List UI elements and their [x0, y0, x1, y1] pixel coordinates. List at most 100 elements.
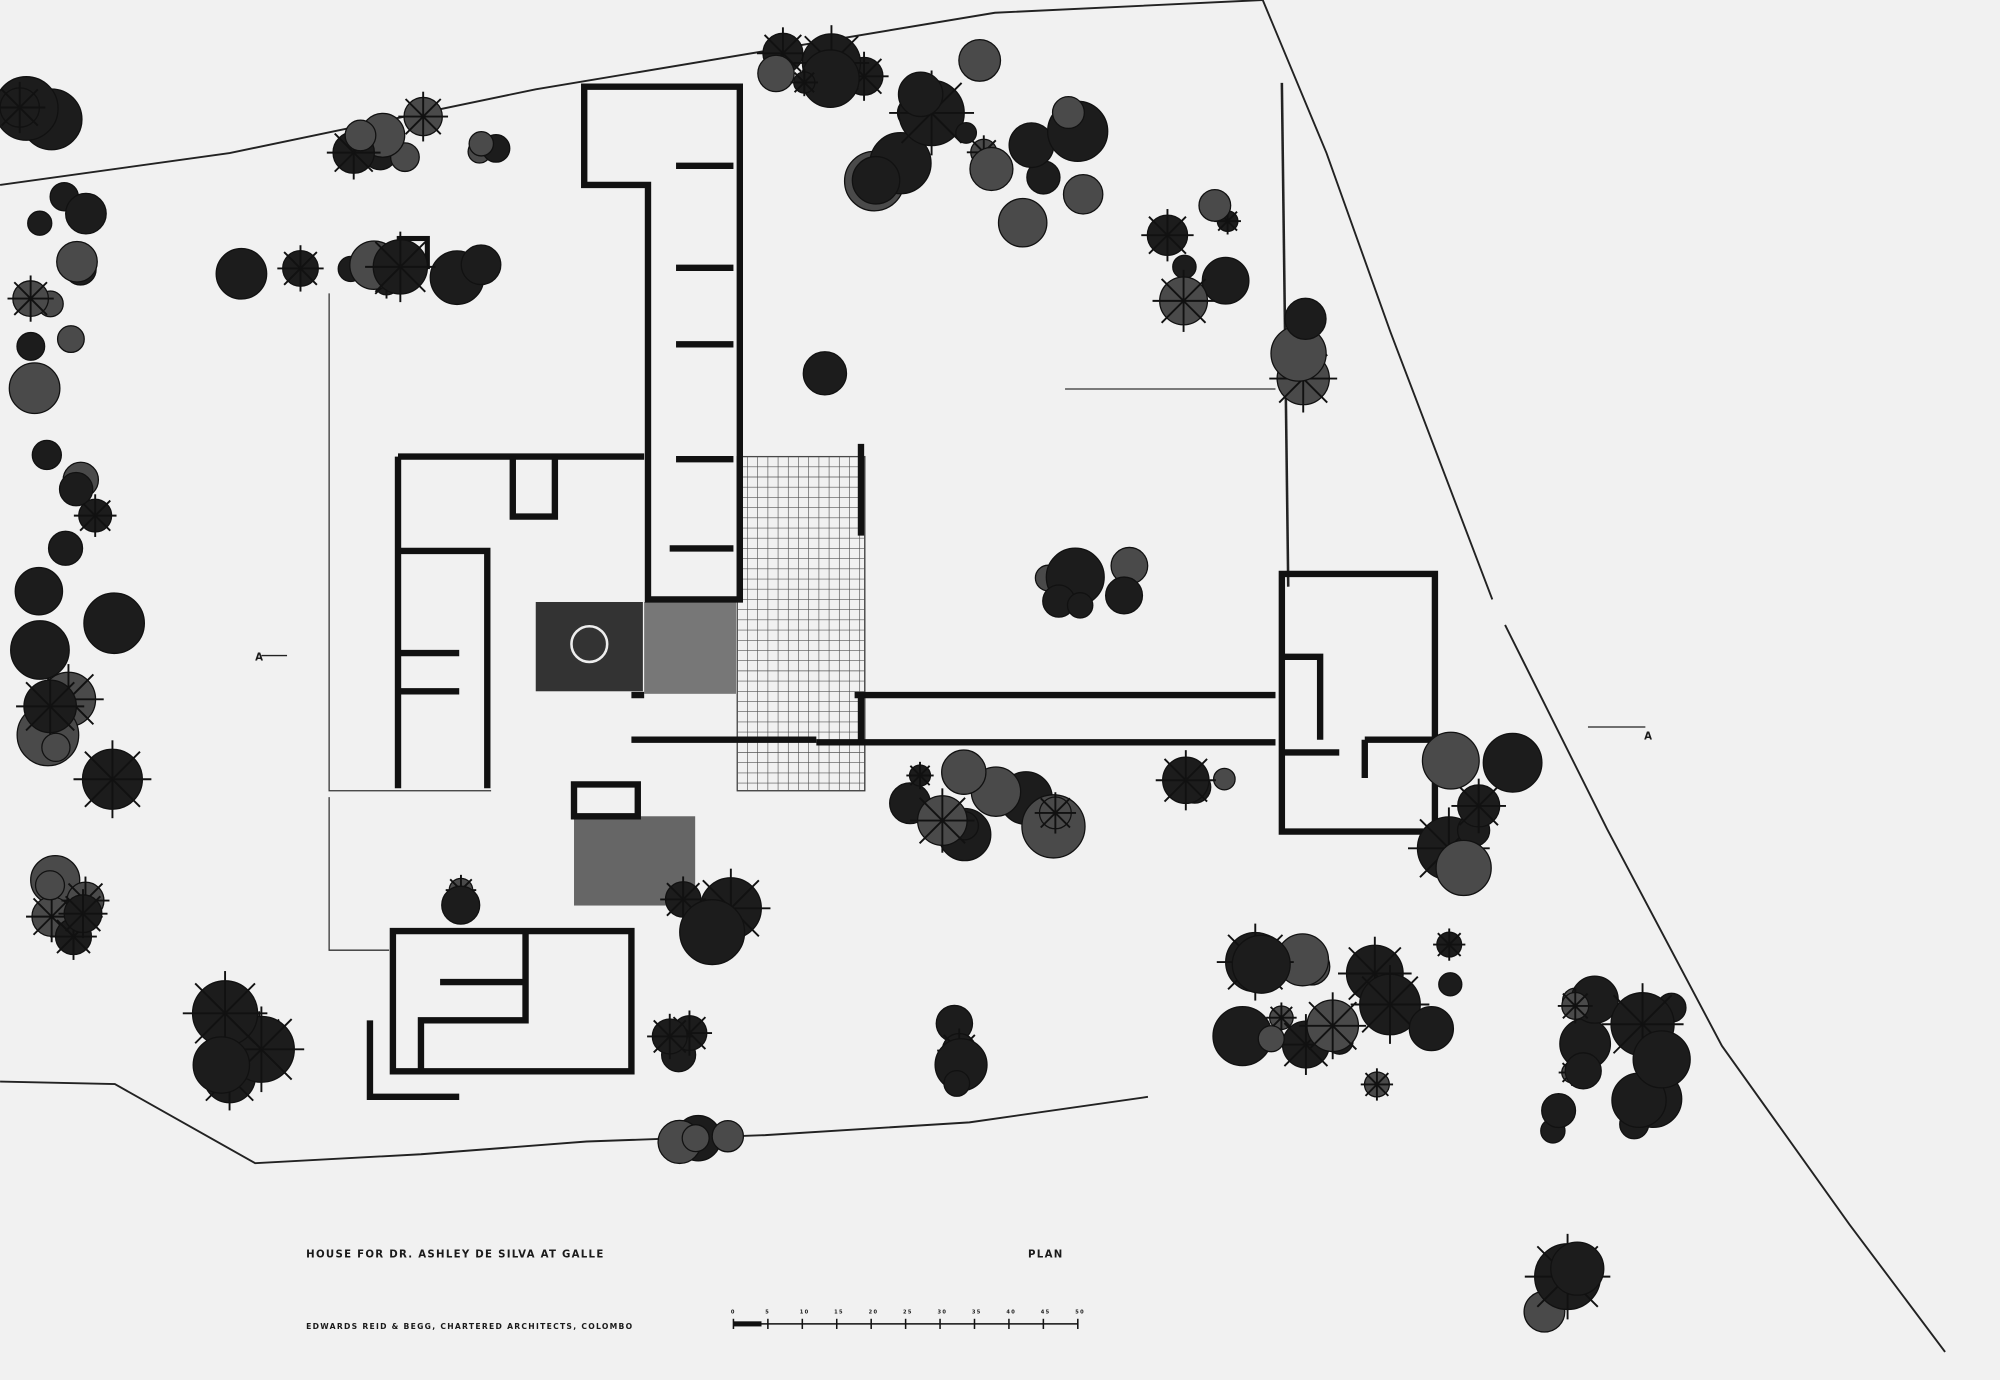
scale-tick-label: 45	[1041, 1310, 1051, 1316]
palm-frond	[29, 281, 48, 300]
tree-canopy	[14, 566, 64, 616]
palm-frond	[0, 88, 21, 109]
palm-frond	[56, 935, 75, 954]
palm-frond	[1226, 211, 1238, 222]
tree-canopy	[997, 197, 1048, 248]
palm-frond	[1478, 785, 1499, 807]
tree-canopy	[344, 119, 377, 152]
palm-frond	[803, 72, 815, 84]
palm-frond	[1562, 1005, 1576, 1019]
tree-canopy	[41, 732, 71, 763]
palm-frond	[666, 882, 684, 901]
palm-frond	[1283, 1043, 1307, 1067]
palm-frond	[941, 797, 966, 822]
tree-canopy	[441, 885, 481, 925]
tree-canopy	[1632, 1030, 1691, 1089]
palm-frond	[19, 106, 39, 127]
tree-canopy	[679, 899, 746, 966]
palm-frond	[1437, 943, 1450, 957]
palm-frond	[669, 1019, 687, 1038]
palm-frond	[1308, 1025, 1334, 1051]
drawing-title: HOUSE FOR DR. ASHLEY DE SILVA AT GALLE	[306, 1250, 604, 1261]
tree-canopy	[65, 192, 107, 235]
palm-frond	[1458, 805, 1480, 826]
palm-frond	[1182, 278, 1207, 302]
tree-canopy	[1231, 934, 1291, 994]
palm-frond	[803, 81, 815, 93]
tree-canopy	[1421, 731, 1480, 790]
tree-canopy	[851, 155, 901, 205]
palm-frond	[1612, 994, 1644, 1025]
palm-frond	[0, 106, 21, 127]
tree-canopy	[468, 130, 495, 157]
tree-canopy	[969, 146, 1014, 192]
palm-frond	[72, 935, 91, 954]
tree-canopy	[56, 240, 98, 283]
tree-canopy	[897, 71, 944, 118]
palm-frond	[1361, 975, 1391, 1006]
palm-frond	[1217, 220, 1229, 232]
palm-frond	[1148, 216, 1169, 236]
palm-frond	[224, 982, 256, 1015]
tree-canopy	[1051, 95, 1085, 130]
palm-frond	[111, 751, 141, 780]
palm-frond	[79, 514, 96, 532]
palm-frond	[260, 1018, 293, 1050]
tree-canopy	[460, 244, 502, 286]
palm-frond	[1283, 1022, 1307, 1046]
palm-frond	[49, 681, 75, 708]
tree-canopy	[941, 749, 987, 795]
palm-frond	[1574, 992, 1589, 1007]
tree-canopy	[10, 620, 70, 680]
palm-frond	[793, 81, 805, 93]
tree-canopy	[1482, 732, 1543, 793]
palm-frond	[224, 1012, 256, 1044]
palm-frond	[94, 499, 111, 517]
tree-canopy	[27, 210, 53, 236]
palm-frond	[374, 266, 402, 293]
palm-frond	[299, 251, 318, 270]
palm-frond	[13, 297, 32, 316]
palm-frond	[111, 778, 141, 808]
palm-frond	[1348, 946, 1376, 975]
tree-canopy	[1066, 592, 1094, 619]
tree-canopy	[1257, 1025, 1285, 1053]
palm-frond	[1185, 758, 1208, 781]
palm-frond	[688, 1016, 707, 1034]
tree-canopy	[1198, 188, 1232, 222]
tree-canopy	[56, 325, 85, 354]
palm-frond	[399, 241, 426, 268]
palm-frond	[1280, 1006, 1293, 1019]
scale-tick-label: 5	[765, 1310, 770, 1316]
section-marker-left: A	[255, 653, 264, 664]
palm-frond	[1332, 1001, 1358, 1027]
tree-canopy	[215, 247, 268, 300]
tree-canopy	[1564, 1052, 1602, 1090]
palm-frond	[1448, 932, 1462, 946]
palm-frond	[13, 281, 32, 300]
palm-frond	[1040, 797, 1057, 814]
tree-canopy	[1212, 767, 1236, 791]
palm-frond	[82, 895, 102, 915]
palm-frond	[64, 895, 84, 915]
palm-frond	[1054, 797, 1071, 814]
palm-frond	[863, 58, 883, 77]
tree-canopy	[1062, 174, 1104, 215]
palm-frond	[94, 514, 111, 532]
palm-frond	[919, 774, 931, 786]
palm-frond	[1185, 779, 1208, 803]
tree-canopy	[192, 1036, 251, 1094]
palm-frond	[1448, 943, 1462, 957]
palm-frond	[1054, 812, 1071, 829]
palm-frond	[1166, 216, 1187, 236]
palm-frond	[1364, 1083, 1378, 1097]
palm-frond	[84, 778, 114, 808]
scale-tick-label: 15	[834, 1310, 844, 1316]
palm-frond	[730, 879, 760, 909]
palm-frond	[1278, 377, 1304, 404]
palm-frond	[1389, 975, 1419, 1006]
palm-frond	[1458, 785, 1480, 807]
tree-canopy	[1201, 256, 1250, 305]
palm-frond	[19, 88, 39, 109]
